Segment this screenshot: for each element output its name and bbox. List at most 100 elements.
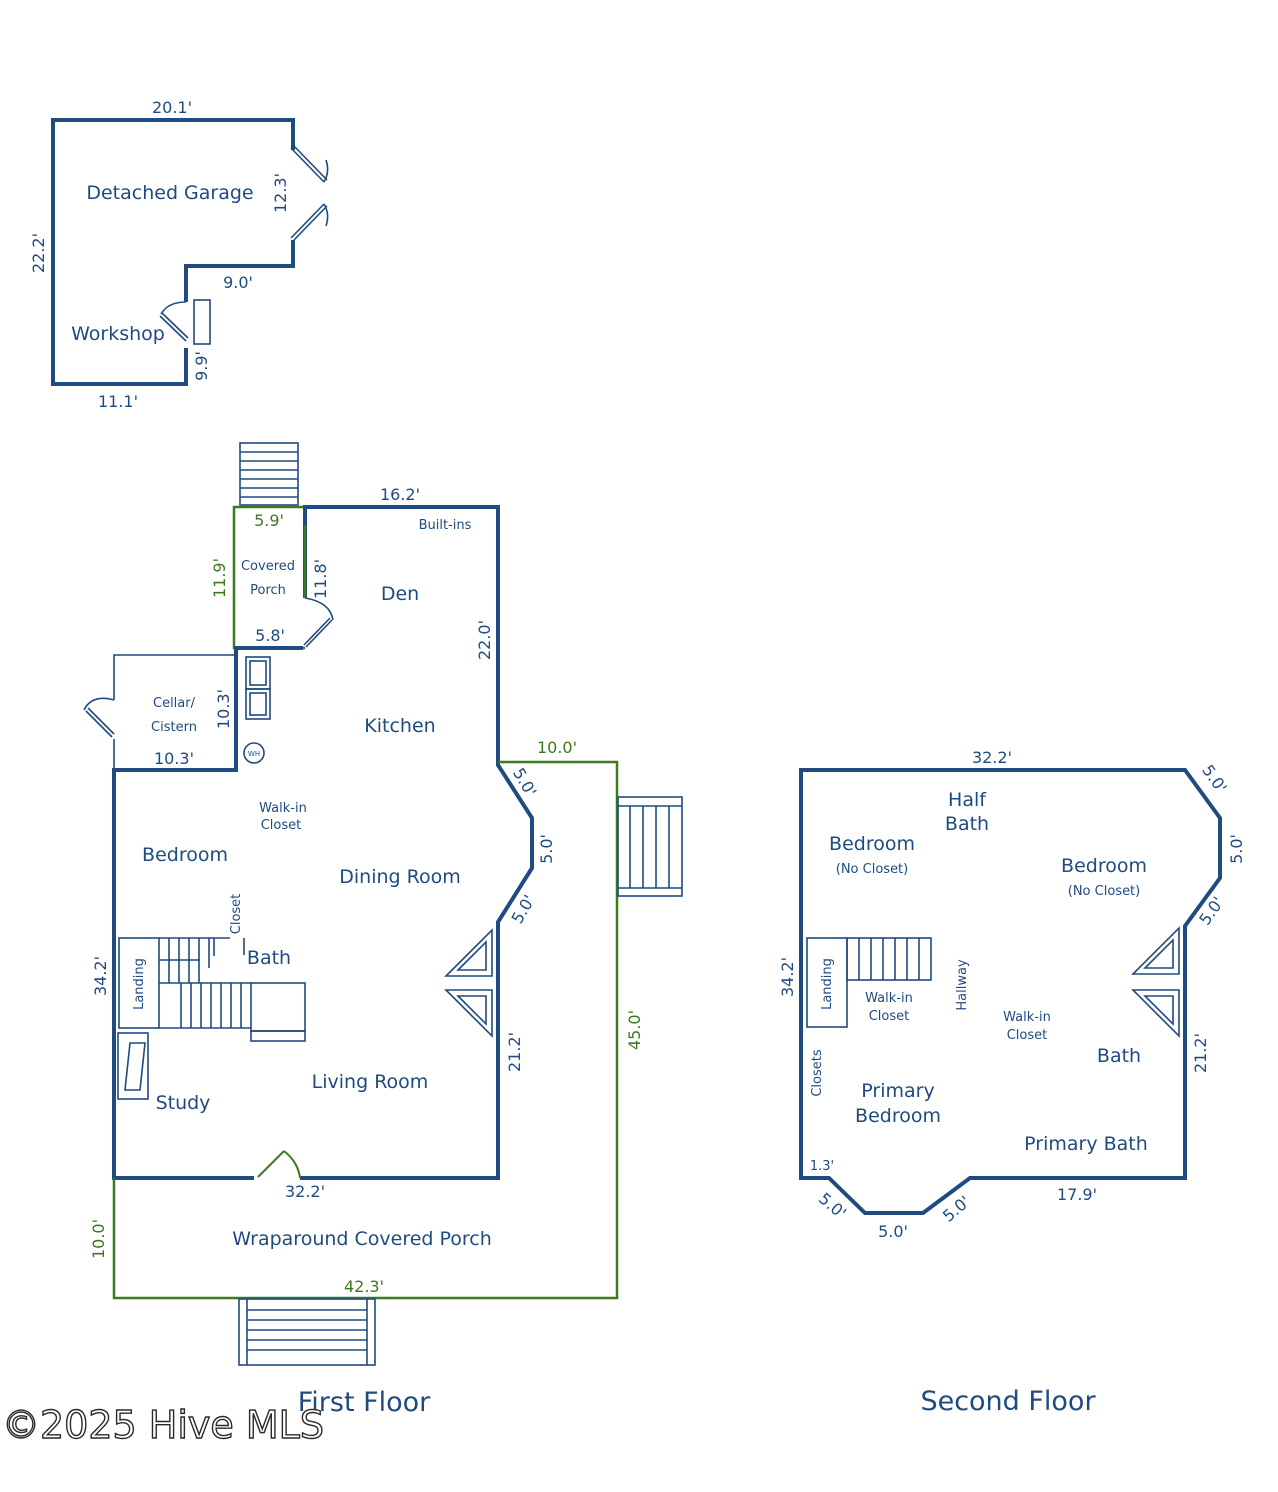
ff-dim-porch-bottom-total: 42.3' <box>344 1277 384 1296</box>
sf-dim-right-mid: 5.0' <box>1227 834 1246 864</box>
walkin-b-label-1: Walk-in <box>1003 1010 1051 1025</box>
garage-dim-left: 22.2' <box>29 233 48 273</box>
bedroom-b-label: Bedroom <box>1061 855 1147 877</box>
front-door <box>257 1150 301 1179</box>
ff-dim-porch-side: 10.0' <box>89 1219 108 1259</box>
half-bath-label-2: Bath <box>945 813 989 835</box>
ff-dim-lower-right: 21.2' <box>505 1032 524 1072</box>
upper-fireplace-bottom <box>1131 989 1180 1038</box>
side-stairs <box>617 796 683 897</box>
bedroom-b-note: (No Closet) <box>1068 884 1140 899</box>
walkin-closet-label-2: Closet <box>261 818 302 833</box>
sf-dim-corner-b: 5.0' <box>1195 893 1228 928</box>
garage-double-door <box>290 145 329 241</box>
closet-label: Closet <box>229 894 244 935</box>
ff-dim-porch-right: 11.8' <box>311 559 330 599</box>
ff-dim-top: 16.2' <box>380 485 420 504</box>
closets-label: Closets <box>810 1049 825 1097</box>
water-heater-label: WH <box>248 750 260 758</box>
wraparound-porch-label: Wraparound Covered Porch <box>232 1228 492 1250</box>
sf-dim-bay-bottom: 5.0' <box>878 1222 908 1241</box>
walkin-a-label-2: Closet <box>869 1009 910 1024</box>
walkin-closet-label-1: Walk-in <box>259 801 307 816</box>
fireplace-lower <box>444 989 493 1038</box>
ff-dim-porch-left: 11.9' <box>210 558 229 598</box>
covered-porch-label-1: Covered <box>241 559 295 574</box>
study-fireplace <box>117 1032 149 1100</box>
main-staircase <box>118 937 306 1042</box>
water-heater-icon <box>243 742 265 764</box>
ff-dim-porch-bottom: 5.8' <box>255 626 285 645</box>
sf-dim-left: 34.2' <box>778 957 797 997</box>
bedroom-a-label: Bedroom <box>829 833 915 855</box>
landing-label: Landing <box>132 958 147 1010</box>
watermark: ©2025 Hive MLS <box>2 1403 324 1447</box>
primary-bath-label: Primary Bath <box>1024 1133 1148 1155</box>
builtins-label: Built-ins <box>419 518 472 533</box>
kitchen-appliances: WH <box>243 656 271 764</box>
second-floor-title: Second Floor <box>920 1386 1096 1417</box>
cellar-label-2: Cistern <box>151 720 197 735</box>
bedroom-a-note: (No Closet) <box>836 862 908 877</box>
ff-dim-outer-right: 45.0' <box>625 1010 644 1050</box>
first-floor-title: First Floor <box>298 1387 431 1418</box>
garage-walls <box>51 118 295 386</box>
ff-dim-bay-mid: 5.0' <box>537 834 556 864</box>
sf-bath-label: Bath <box>1097 1045 1141 1067</box>
house-walls-right <box>300 505 534 1180</box>
workshop-label: Workshop <box>71 323 165 345</box>
walkin-a-label-1: Walk-in <box>865 991 913 1006</box>
ff-dim-house-bottom: 32.2' <box>285 1182 325 1201</box>
ff-dim-deck-top: 10.0' <box>537 738 577 757</box>
garage-dim-door: 12.3' <box>271 173 290 213</box>
second-floor-walls <box>799 768 1222 1215</box>
primary-bedroom-label-2: Bedroom <box>855 1105 941 1127</box>
sf-dim-corner-a: 5.0' <box>1198 761 1231 796</box>
garage-dim-step: 9.0' <box>223 273 253 292</box>
ff-dim-cellar-bottom: 10.3' <box>154 749 194 768</box>
covered-porch-label-2: Porch <box>250 583 286 598</box>
ff-dim-bay-upper: 5.0' <box>509 765 540 800</box>
ff-dim-den-right: 22.0' <box>475 620 494 660</box>
half-bath-label-1: Half <box>948 789 987 811</box>
ff-dim-left: 34.2' <box>91 956 110 996</box>
garage-dim-top: 20.1' <box>152 98 192 117</box>
second-floor: Half Bath Bedroom (No Closet) Bedroom (N… <box>778 748 1246 1417</box>
walkin-b-label-2: Closet <box>1007 1028 1048 1043</box>
bedroom-label: Bedroom <box>142 844 228 866</box>
upper-fireplace-top <box>1131 926 1180 975</box>
garage-dim-inner: 9.9' <box>192 351 211 381</box>
fireplace-upper <box>444 928 493 977</box>
cellar-wall-upper <box>113 654 236 700</box>
sf-dim-small: 1.3' <box>810 1159 834 1174</box>
first-floor: WH <box>83 442 683 1418</box>
detached-garage-label: Detached Garage <box>86 182 253 204</box>
living-room-label: Living Room <box>312 1071 429 1093</box>
ff-dim-cellar-right: 10.3' <box>214 689 233 729</box>
cellar-label-1: Cellar/ <box>153 696 196 711</box>
workshop-door <box>159 299 211 345</box>
detached-garage: Detached Garage Workshop 20.1' 22.2' 12.… <box>29 98 329 411</box>
sf-landing-label: Landing <box>820 958 835 1010</box>
back-stairs <box>239 442 299 506</box>
sf-dim-bottom: 17.9' <box>1057 1185 1097 1204</box>
den-label: Den <box>381 583 419 605</box>
house-walls-left <box>112 646 303 1180</box>
dining-room-label: Dining Room <box>339 866 460 888</box>
front-stairs <box>238 1298 376 1366</box>
primary-bedroom-label-1: Primary <box>861 1080 934 1102</box>
ff-dim-porch-top: 5.9' <box>254 511 284 530</box>
hallway-label: Hallway <box>955 959 970 1011</box>
sf-dim-right-lower: 21.2' <box>1191 1033 1210 1073</box>
kitchen-label: Kitchen <box>364 715 435 737</box>
bath-label: Bath <box>247 947 291 969</box>
upper-staircase <box>806 937 932 1028</box>
cellar-door <box>83 697 115 738</box>
wraparound-porch-outline <box>112 760 619 1300</box>
porch-door <box>303 597 334 648</box>
garage-dim-bottom: 11.1' <box>98 392 138 411</box>
study-label: Study <box>156 1092 211 1114</box>
garage-walls-step <box>184 240 295 302</box>
sf-dim-top: 32.2' <box>972 748 1012 767</box>
